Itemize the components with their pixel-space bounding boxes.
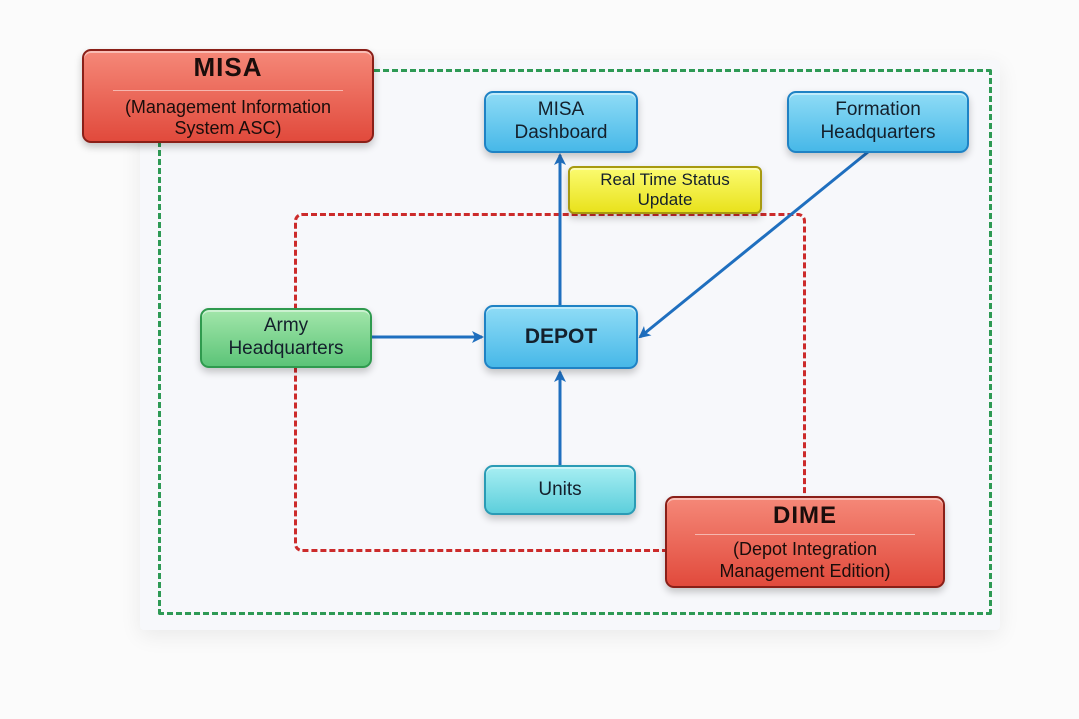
army-hq-node[interactable]: Army Headquarters <box>200 308 372 368</box>
formation-hq-line-1: Formation <box>835 99 921 121</box>
units-label: Units <box>538 478 582 500</box>
misa-line-1: (Management Information <box>124 96 332 117</box>
depot-label: DEPOT <box>524 325 598 349</box>
formation-hq-node[interactable]: Formation Headquarters <box>787 91 969 153</box>
army-hq-line-2: Headquarters <box>228 338 344 359</box>
misa-dashboard-node[interactable]: MISA Dashboard <box>484 91 638 153</box>
dime-title: DIME <box>694 502 916 536</box>
misa-line-2: System ASC) <box>174 118 282 139</box>
misa-dashboard-line-1: MISA <box>537 99 585 121</box>
realtime-status-line-1: Real Time Status <box>600 169 730 189</box>
dime-node[interactable]: DIME (Depot Integration Management Editi… <box>665 496 945 588</box>
depot-node[interactable]: DEPOT <box>484 305 638 369</box>
formation-hq-line-2: Headquarters <box>820 122 936 143</box>
realtime-status-label: Real Time Status Update <box>568 166 762 214</box>
dime-line-2: Management Edition) <box>719 560 891 581</box>
edge-formation-hq-to-depot <box>638 150 869 339</box>
misa-boundary <box>158 69 992 615</box>
dime-line-1: (Depot Integration <box>732 539 878 560</box>
realtime-status-line-2: Update <box>637 190 693 209</box>
misa-title: MISA <box>112 52 344 91</box>
misa-dashboard-line-2: Dashboard <box>514 122 608 143</box>
dime-boundary <box>294 213 806 552</box>
army-hq-line-1: Army <box>263 315 309 337</box>
misa-node[interactable]: MISA (Management Information System ASC) <box>82 49 374 143</box>
units-node[interactable]: Units <box>484 465 636 515</box>
